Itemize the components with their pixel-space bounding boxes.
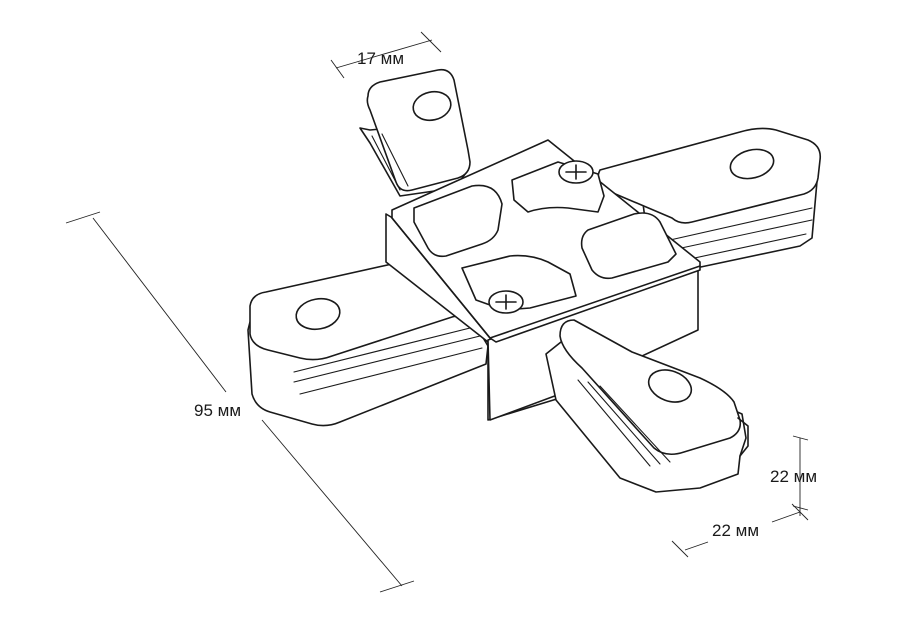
dimension-95mm: 95 мм	[65, 211, 415, 593]
dimension-label-22mm-height: 22 мм	[770, 467, 817, 486]
dimension-22mm-depth: 22 мм	[671, 503, 809, 558]
screw-bottom	[488, 290, 524, 314]
arm-bottom	[545, 319, 749, 493]
dimension-17mm: 17 мм	[330, 31, 442, 79]
arm-top	[359, 68, 471, 197]
screw-top	[558, 160, 594, 184]
dimension-label-22mm-depth: 22 мм	[712, 521, 759, 540]
dimension-label-95mm: 95 мм	[194, 401, 241, 420]
cross-connector	[247, 68, 822, 493]
dimension-label-17mm: 17 мм	[357, 49, 404, 68]
arm-right	[597, 127, 822, 269]
center-block	[385, 139, 701, 421]
dimension-22mm-height: 22 мм	[770, 435, 817, 516]
